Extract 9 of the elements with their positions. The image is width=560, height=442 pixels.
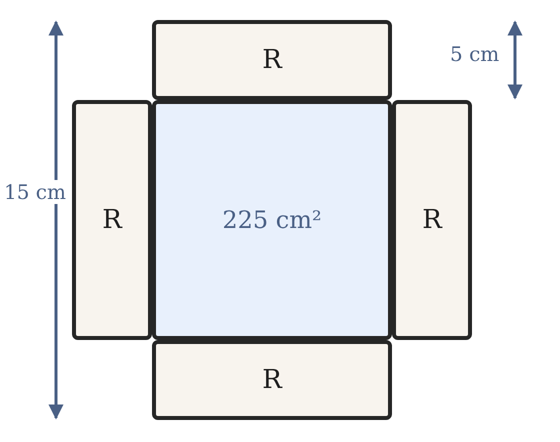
flap-label: R (262, 365, 282, 395)
rectangle-flap (152, 340, 392, 420)
flap-label: R (262, 45, 282, 75)
rectangle-flap (72, 100, 152, 340)
flap-label: R (422, 205, 442, 235)
area-label: 225 cm² (222, 206, 322, 234)
rectangle-flap (152, 20, 392, 100)
flap-label: R (102, 205, 122, 235)
rectangle-flap (392, 100, 472, 340)
